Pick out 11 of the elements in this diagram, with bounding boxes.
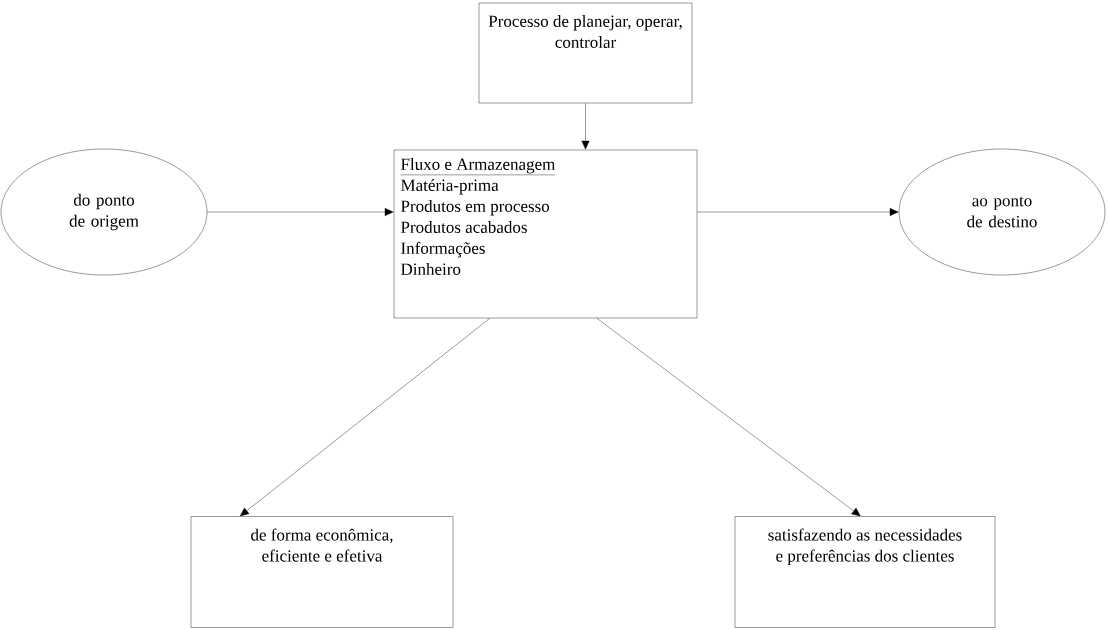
process-box: de forma econômica, eficiente e efetiva [190,516,454,628]
arrow [596,318,861,517]
process-box: Processo de planejar, operar, controlar [478,2,693,104]
ellipse-node: ao ponto de destino [898,148,1106,276]
arrow [581,103,590,150]
ellipse-node: do ponto de origem [0,148,208,276]
process-box: satisfazendo as necessidades e preferências dos clientes [734,516,996,628]
process-box: Fluxo e Armazenagem Matéria-prima Produtos em processo Produtos acabados Informações Dinheiro [393,149,698,319]
arrow [697,208,899,216]
arrow [240,318,490,517]
arrow [207,208,394,216]
